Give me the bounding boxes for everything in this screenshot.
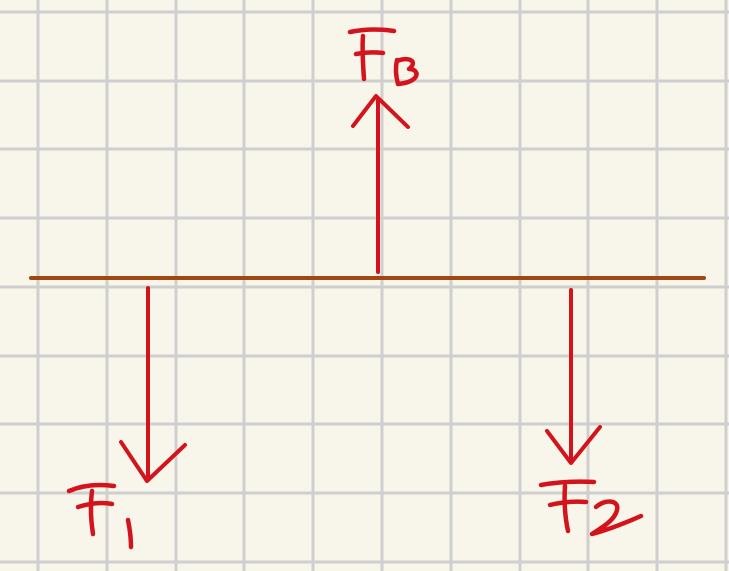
force-f2-arrowhead [545, 425, 602, 465]
label-f1 [66, 482, 134, 550]
force-f1-arrowhead [119, 440, 187, 483]
force-arrow-fb [351, 94, 410, 274]
label-fb [347, 27, 419, 87]
force-arrow-f2 [545, 288, 602, 465]
force-fb-arrowhead [351, 94, 410, 129]
label-f2 [538, 479, 644, 537]
force-arrow-f1 [119, 286, 187, 483]
